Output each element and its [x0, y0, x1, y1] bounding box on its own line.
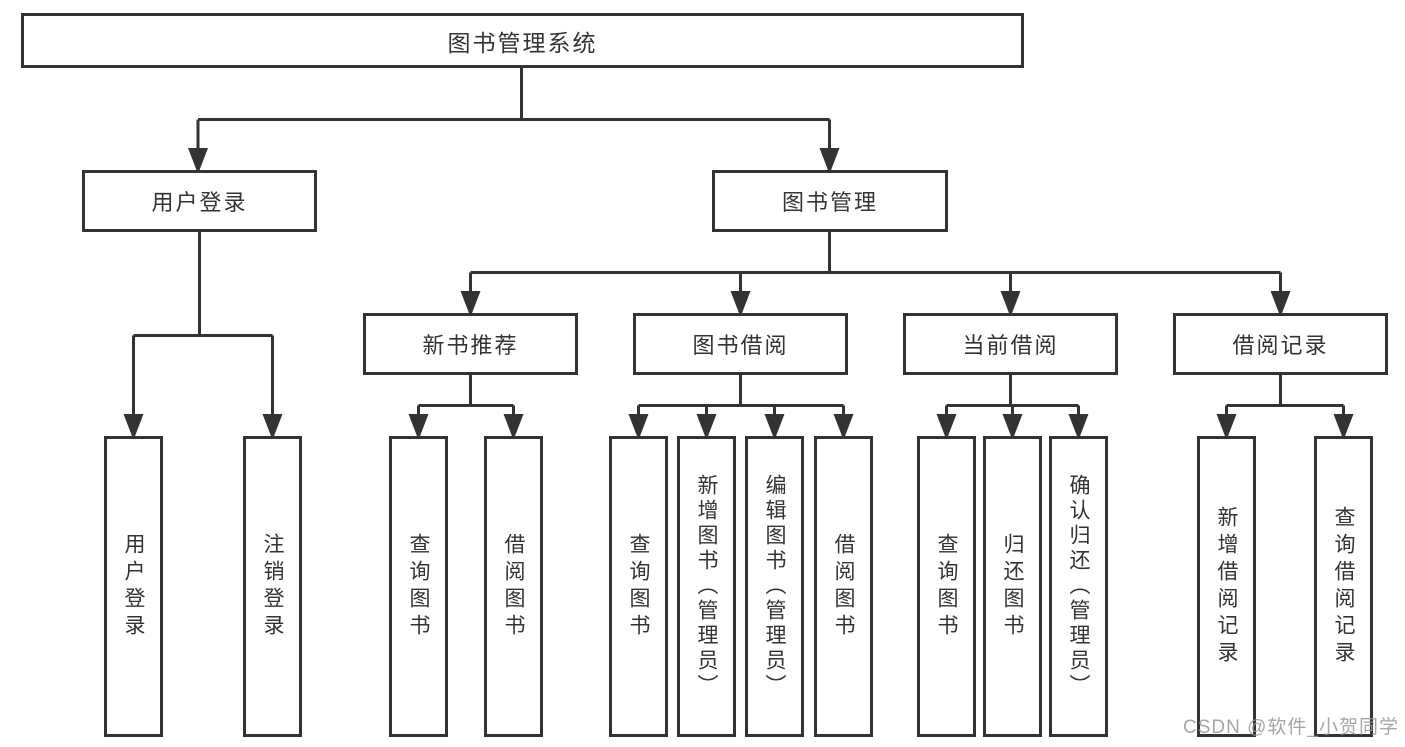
leaf-borrow-add-books-admin: 新增图书（管理员） [677, 436, 736, 737]
leaf-borrow-borrow-books: 借阅图书 [814, 436, 873, 737]
node-book-management: 图书管理 [712, 170, 948, 232]
node-new-book-recommend-label: 新书推荐 [422, 333, 519, 358]
leaf-records-query-record: 查询借阅记录 [1314, 436, 1373, 737]
arrowheads-current-borrow [936, 414, 1089, 440]
node-book-management-label: 图书管理 [781, 190, 878, 215]
arrowheads-new-book-recommend [408, 414, 524, 440]
node-book-borrow-label: 图书借阅 [692, 333, 789, 358]
connector-borrow-records [1225, 375, 1345, 416]
csdn-watermark: CSDN @软件_小贺同学 [1183, 717, 1399, 738]
node-root: 图书管理系统 [21, 13, 1024, 68]
node-borrow-records-label: 借阅记录 [1232, 333, 1329, 358]
leaf-current-return-books: 归还图书 [983, 436, 1042, 737]
arrowheads-borrow-records [1216, 414, 1354, 440]
leaf-current-confirm-return-admin: 确认归还（管理员） [1049, 436, 1108, 737]
leaf-recommend-query-books: 查询图书 [389, 436, 448, 737]
node-book-borrow: 图书借阅 [633, 313, 848, 375]
connector-user-login [132, 232, 274, 416]
leaf-recommend-borrow-books: 借阅图书 [484, 436, 543, 737]
arrowheads-user-login [123, 414, 283, 440]
node-current-borrow-label: 当前借阅 [962, 333, 1059, 358]
connector-book-management [469, 232, 1282, 294]
connector-book-borrow [637, 375, 845, 416]
arrowheads-root [188, 148, 840, 174]
connector-new-book-recommend [417, 375, 515, 416]
leaf-borrow-query-books: 查询图书 [609, 436, 668, 737]
leaf-current-query-books: 查询图书 [917, 436, 976, 737]
leaf-logout: 注销登录 [243, 436, 302, 737]
connector-current-borrow [945, 375, 1080, 416]
arrowheads-book-management [460, 291, 1291, 317]
leaf-records-add-record: 新增借阅记录 [1197, 436, 1256, 737]
node-borrow-records: 借阅记录 [1173, 313, 1388, 375]
connector-root [196, 68, 831, 152]
node-new-book-recommend: 新书推荐 [363, 313, 578, 375]
arrowheads-book-borrow [628, 414, 854, 440]
leaf-user-login: 用户登录 [104, 436, 163, 737]
node-user-login: 用户登录 [82, 170, 317, 232]
node-user-login-label: 用户登录 [151, 190, 248, 215]
node-root-label: 图书管理系统 [447, 29, 598, 56]
node-current-borrow: 当前借阅 [903, 313, 1118, 375]
leaf-borrow-edit-books-admin: 编辑图书（管理员） [745, 436, 804, 737]
